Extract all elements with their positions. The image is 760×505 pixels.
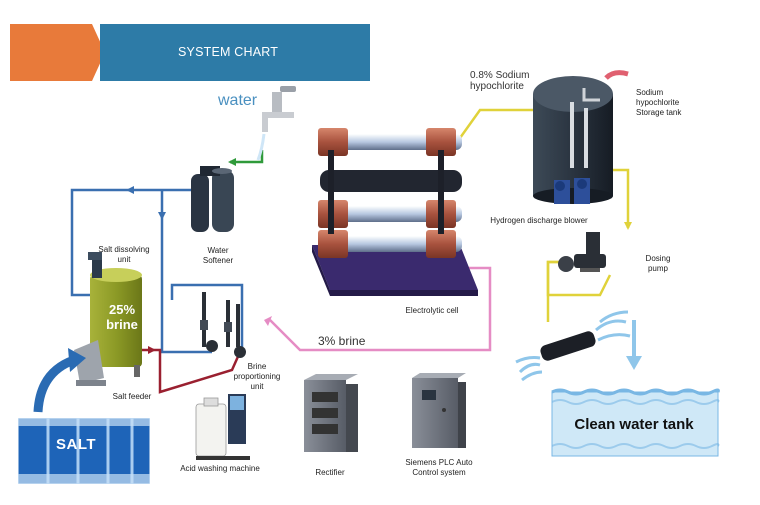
salt-dissolving-unit-label: Salt dissolving unit: [98, 245, 150, 264]
electrolytic-cell: [312, 128, 478, 296]
dilute-brine-pipe: [269, 266, 492, 352]
proportioning-water-pipe: [170, 283, 244, 352]
salt-feeder: [74, 340, 106, 386]
clean-water-tank: [551, 388, 720, 457]
plc-control-label: Siemens PLC Auto Control system: [405, 458, 473, 477]
electrolytic-cell-label: Electrolytic cell: [405, 306, 459, 315]
dosing-pump: [558, 232, 606, 272]
plc-control-cabinet: [412, 373, 466, 448]
water-inlet-pipe: [230, 150, 264, 164]
water-softener-label: Water Softener: [202, 246, 234, 265]
clean-water-tank-label: Clean water tank: [574, 416, 694, 433]
acid-washing-machine-label: Acid washing machine: [180, 464, 260, 473]
curved-arrow-icon: [33, 355, 76, 413]
hydrogen-blower-label: Hydrogen discharge blower: [490, 216, 588, 225]
storage-tank-label: Sodium hypochlorite Storage tank: [636, 88, 682, 117]
dilute-brine-label: 3% brine: [318, 334, 366, 348]
water-softener: [191, 166, 234, 232]
salt-bags: [17, 417, 151, 485]
flow-arrow: [264, 316, 272, 326]
flow-arrow: [624, 222, 632, 230]
dosing-pipe: [612, 168, 630, 228]
flow-arrow: [148, 346, 156, 354]
hypochlorite-concentration-label: 0.8% Sodium hypochlorite: [470, 70, 530, 92]
rectifier: [304, 374, 358, 452]
softener-branch-pipe: [160, 190, 212, 354]
flow-arrow: [126, 186, 134, 194]
brine-proportioning-unit-label: Brine proportioning unit: [233, 362, 281, 391]
acid-washing-machine: [195, 394, 250, 460]
hypochlorite-pipe: [452, 108, 534, 140]
curved-arrow-head-icon: [68, 348, 86, 372]
flow-arrow: [228, 158, 236, 166]
dosing-pump-label: Dosing pump: [645, 254, 671, 273]
water-label: water: [218, 92, 258, 109]
hypochlorite-storage-tank: [533, 70, 629, 204]
salt-bag-label: SALT: [56, 436, 97, 453]
page-title: SYSTEM CHART: [100, 24, 370, 81]
brine-concentration-label: 25% brine: [106, 302, 138, 332]
banner-arrow-icon: [10, 24, 105, 81]
concentrated-brine-pipe: [140, 348, 242, 394]
mixer-outlet: [515, 310, 642, 382]
dosing-to-mixer-pipe: [546, 260, 560, 322]
hydrogen-discharge-blower: [554, 178, 590, 204]
brine-proportioning-unit: [200, 292, 246, 358]
water-tap-icon: [256, 86, 296, 161]
flow-arrow: [158, 212, 166, 220]
rectifier-label: Rectifier: [315, 468, 345, 477]
salt-feeder-label: Salt feeder: [112, 392, 152, 401]
